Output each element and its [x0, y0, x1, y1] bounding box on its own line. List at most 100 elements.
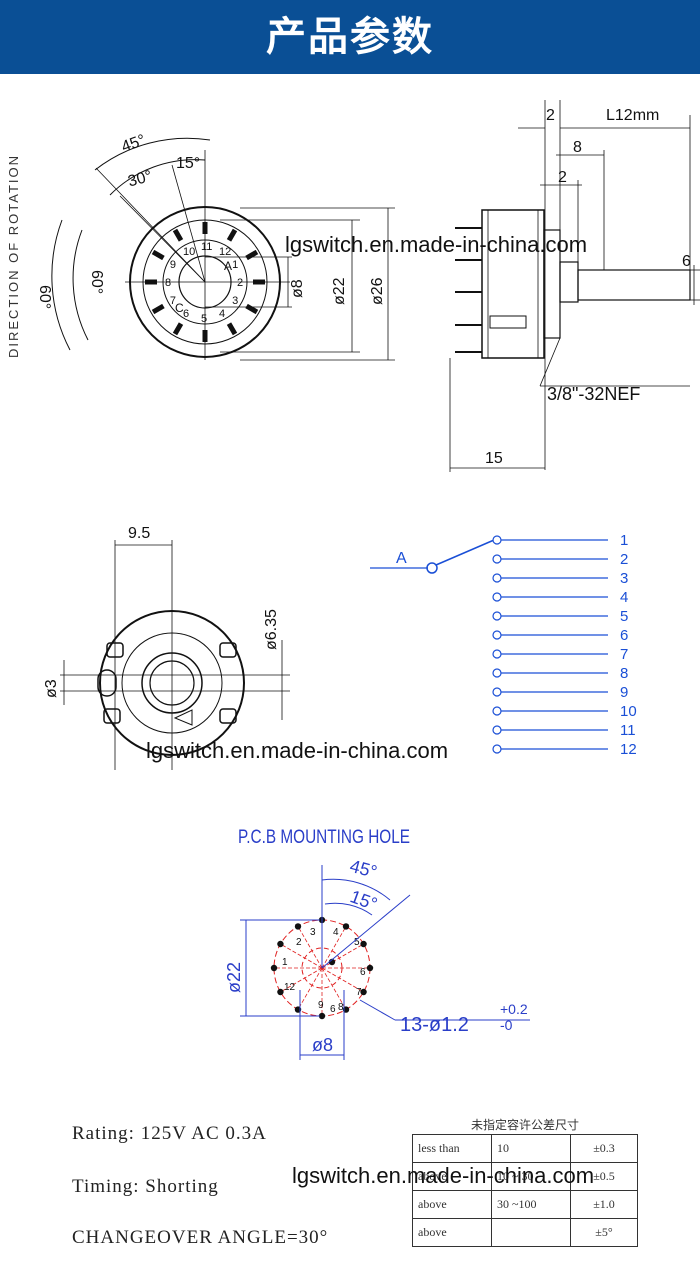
schematic-terminal	[492, 687, 502, 697]
tol-range: 10	[491, 1134, 571, 1163]
pcb-hole-number: 2	[296, 937, 302, 948]
schematic-output-label: 3	[620, 570, 628, 587]
tol-value: ±0.3	[570, 1134, 638, 1163]
page-title: 产品参数	[266, 14, 434, 60]
pcb-hole-number: 6	[330, 1004, 336, 1015]
schematic-output-label: 1	[620, 532, 628, 549]
pcb-angle-15: 15°	[348, 886, 380, 914]
schematic-output-label: 12	[620, 741, 637, 758]
spec-changeover-angle: CHANGEOVER ANGLE=30°	[72, 1227, 329, 1248]
dim-d6-35: ø6.35	[263, 609, 280, 650]
pcb-hole	[360, 988, 367, 996]
pcb-hole	[318, 1012, 326, 1020]
schematic-output-label: 11	[620, 722, 636, 739]
schematic-output-label: 9	[620, 684, 628, 701]
pcb-ray	[321, 967, 364, 993]
position-number: 6	[183, 308, 189, 320]
tol-label: above	[412, 1190, 492, 1219]
tol-range: 10 ~ 30	[491, 1162, 571, 1191]
pcb-hole	[277, 988, 284, 996]
pcb-hole-number: 1	[282, 957, 288, 968]
schematic-output-label: 10	[620, 703, 637, 720]
schematic-terminal	[492, 611, 502, 621]
position-number: 7	[170, 295, 176, 307]
schematic-output-label: 4	[620, 589, 628, 606]
angle-45: 45°	[119, 132, 148, 156]
schematic-terminal	[492, 554, 502, 564]
position-number: 11	[201, 241, 212, 253]
pcb-tol-plus: +0.2	[500, 1001, 528, 1017]
watermark-top: lgswitch.en.made-in-china.com	[285, 232, 588, 257]
pcb-hole	[294, 923, 302, 930]
pcb-hole-number: 9	[318, 1000, 324, 1011]
pcb-hole	[342, 923, 350, 930]
pcb-ray	[321, 943, 364, 969]
tolerance-title: 未指定容许公差尺寸	[470, 1118, 579, 1132]
pcb-ray	[321, 926, 347, 969]
pcb-tol-minus: -0	[500, 1017, 513, 1033]
side-view: 2 L12mm 8 2 6 3/8"-32NEF 15	[449, 100, 700, 472]
position-number: 9	[170, 259, 176, 271]
pcb-title: P.C.B MOUNTING HOLE	[238, 827, 410, 848]
pcb-angle-45: 45°	[348, 856, 379, 882]
tol-value: ±5°	[570, 1218, 638, 1247]
pcb-hole-number: 12	[284, 982, 296, 993]
rotation-label: DIRECTION OF ROTATION	[6, 154, 21, 358]
pcb-holes-label: 13-ø1.2	[400, 1014, 469, 1036]
dim-d8: ø8	[289, 279, 306, 298]
lug	[172, 228, 184, 242]
pcb-hole-number: 4	[333, 927, 339, 938]
pcb-hole-number: 5	[354, 937, 360, 948]
tol-range	[491, 1218, 571, 1247]
lug	[151, 249, 165, 261]
spec-timing: Timing: Shorting	[72, 1176, 219, 1197]
pcb-dim-d8: ø8	[312, 1035, 333, 1055]
tol-label: less than	[412, 1134, 492, 1163]
schematic-output-label: 2	[620, 551, 628, 568]
lug	[226, 228, 238, 242]
common-label-a: A	[224, 259, 232, 273]
pcb-dim-d22: ø22	[224, 962, 244, 993]
angle-30: 30°	[126, 168, 154, 191]
watermark-bottom: lgswitch.en.made-in-china.com	[292, 1163, 595, 1188]
lug	[151, 303, 165, 315]
schematic-terminal	[492, 535, 502, 545]
dim-6: 6	[682, 253, 691, 270]
dim-2-top: 2	[546, 107, 555, 124]
pcb-ray	[297, 926, 323, 969]
table-row: less than 10 ±0.3	[412, 1134, 638, 1163]
tol-label: above	[412, 1162, 492, 1191]
dim-d26: ø26	[369, 277, 386, 305]
pcb-holes	[270, 916, 374, 1020]
pcb-hole	[270, 964, 278, 972]
pcb-hole	[360, 940, 367, 948]
lug	[245, 249, 259, 261]
rear-view: 9.5 ø6.35 ø3	[43, 525, 290, 770]
pcb-ray	[280, 943, 323, 969]
pcb-ray	[297, 967, 323, 1010]
dim-15: 15	[485, 450, 503, 467]
table-row: above 30 ~100 ±1.0	[412, 1190, 638, 1219]
position-number: 12	[219, 246, 231, 258]
pcb-hole-number: 7	[356, 987, 362, 998]
schematic-output-label: 6	[620, 627, 628, 644]
pcb-hole-number: 8	[338, 1002, 344, 1013]
dim-d3: ø3	[43, 679, 60, 698]
lug	[172, 322, 184, 336]
tolerance-table: less than 10 ±0.3 above 10 ~ 30 ±0.5 abo…	[412, 1134, 638, 1247]
table-row: above ±5°	[412, 1218, 638, 1247]
dim-2-mid: 2	[558, 169, 567, 186]
position-number: 4	[219, 308, 225, 320]
common-label-c: C	[175, 301, 184, 315]
tol-value: ±1.0	[570, 1190, 638, 1219]
header-banner	[0, 0, 700, 74]
dim-8: 8	[573, 139, 582, 156]
lug	[226, 322, 238, 336]
schematic-terminal	[492, 649, 502, 659]
